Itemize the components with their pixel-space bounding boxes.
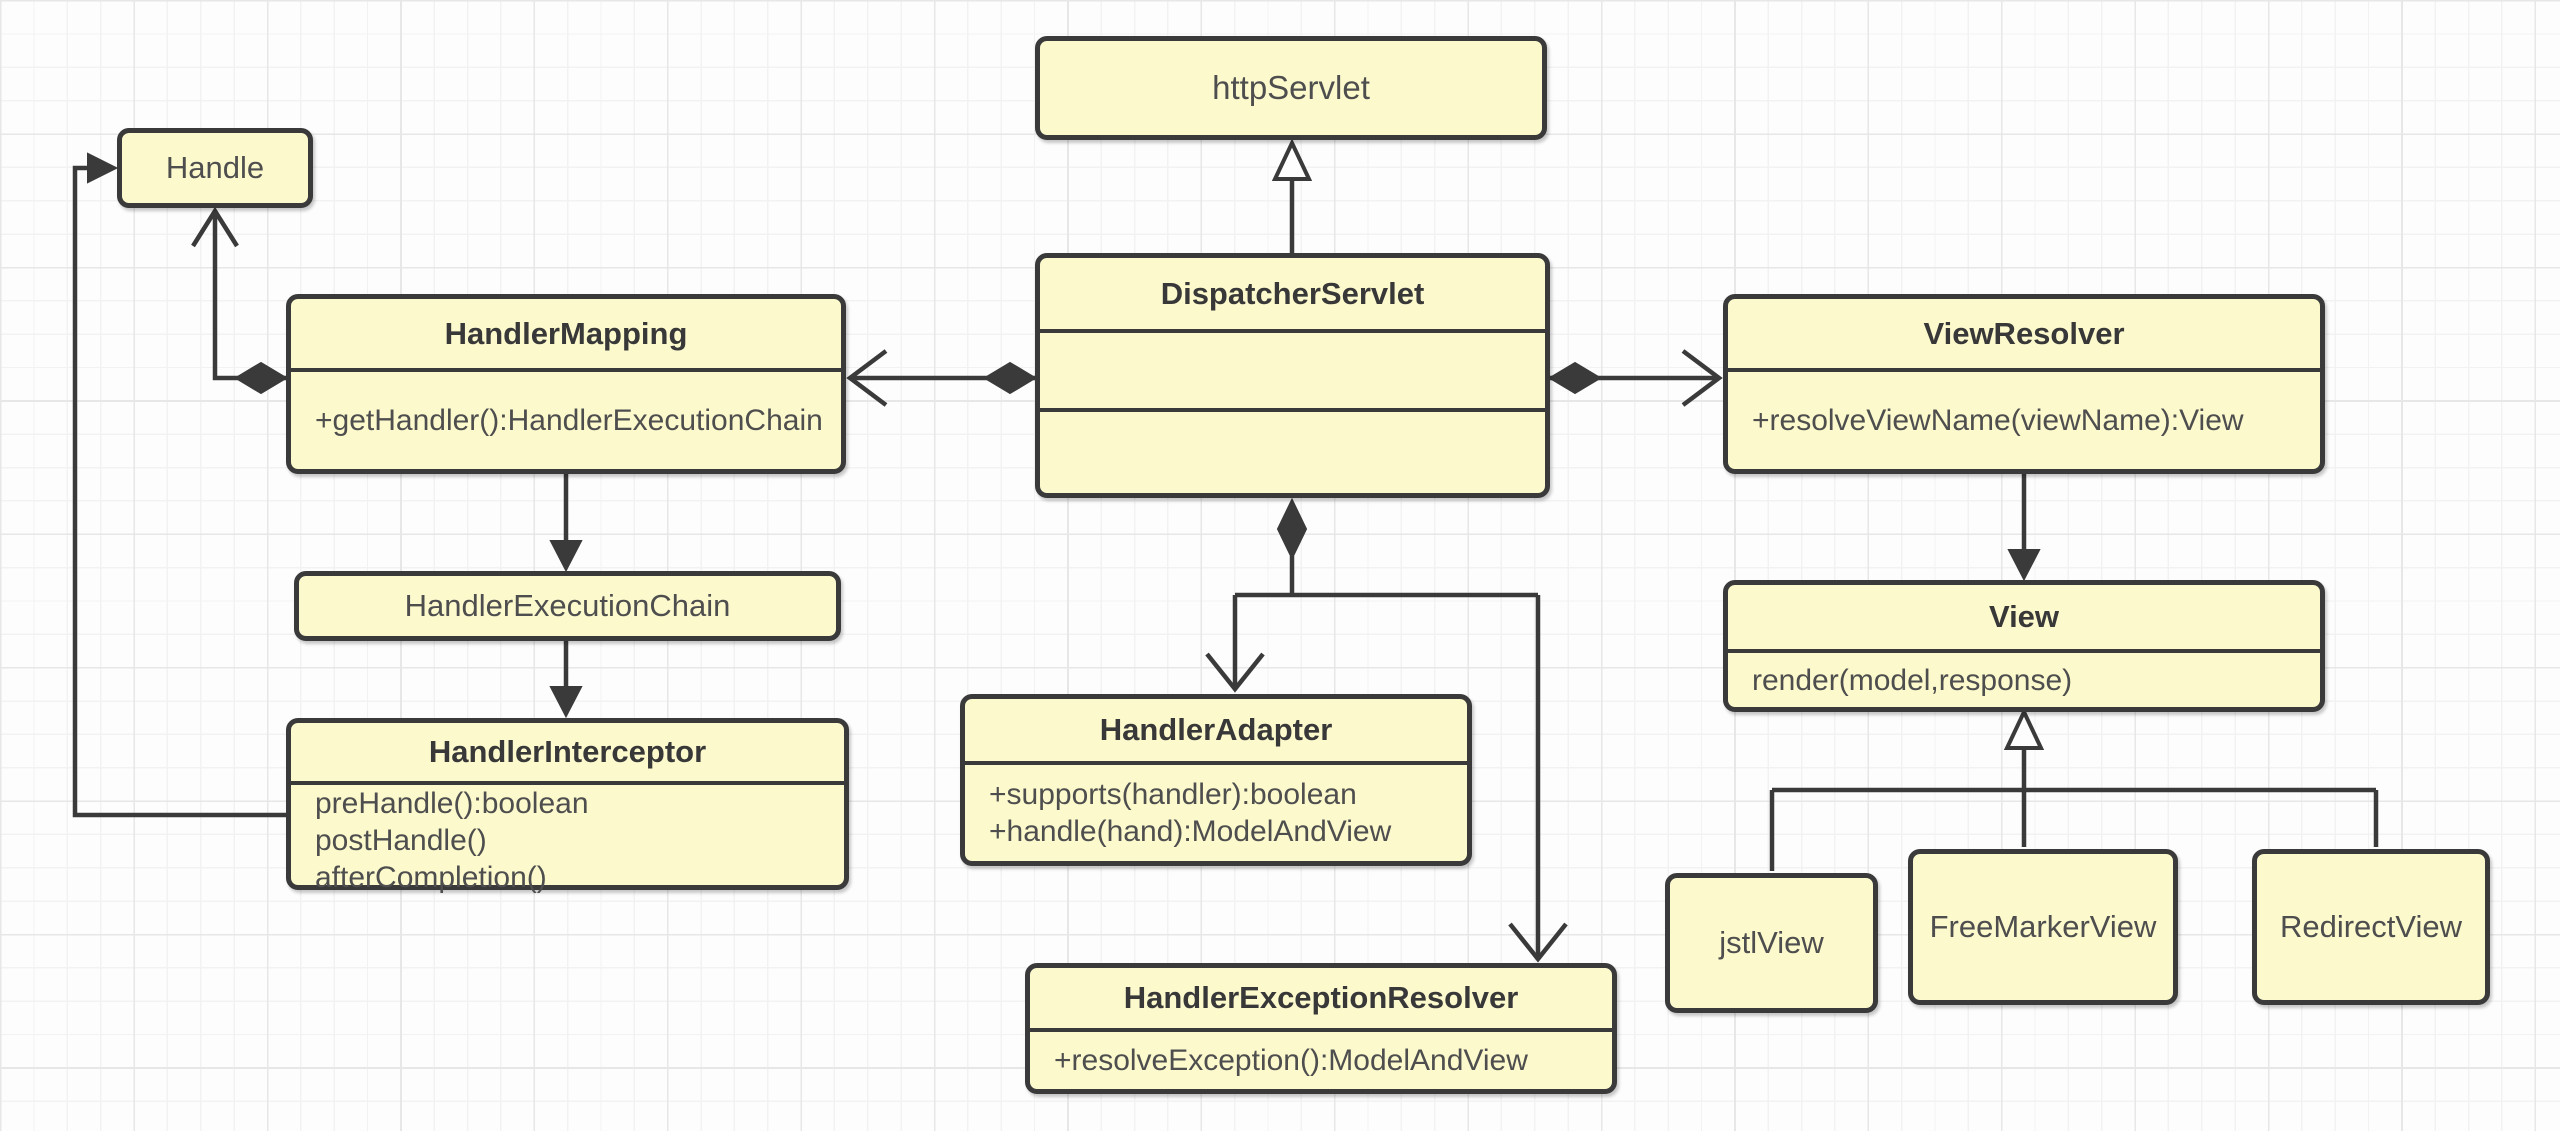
methods-compartment [1040,408,1545,493]
hollow-triangle-arrowhead-icon [2003,707,2045,750]
methods-compartment: +supports(handler):boolean +handle(hand)… [965,761,1467,861]
methods-compartment: +resolveViewName(viewName):View [1728,368,2320,469]
method-label: render(model,response) [1752,663,2073,697]
class-title: Handle [165,150,265,185]
methods-compartment: +getHandler():HandlerExecutionChain [291,368,841,469]
class-title: jstlView [1719,925,1824,960]
method-label: +resolveViewName(viewName):View [1752,404,2244,437]
class-box-handleradapter[interactable]: HandlerAdapter +supports(handler):boolea… [960,694,1472,866]
filled-triangle-arrowhead-icon [549,540,583,573]
edge-views-generalization[interactable] [1769,707,2379,871]
edge-dispatcherservlet-viewresolver[interactable] [1548,349,1723,407]
attributes-compartment [1040,329,1545,408]
filled-diamond-icon [983,361,1037,395]
class-title: DispatcherServlet [1160,275,1425,311]
method-label: +supports(handler):boolean [989,778,1357,811]
methods-compartment: +resolveException():ModelAndView [1030,1028,1612,1089]
methods-compartment: preHandle():boolean postHandle() afterCo… [291,781,844,896]
edge-dispatcherservlet-httpservlet[interactable] [1271,138,1313,253]
open-arrowhead-icon [1508,922,1568,963]
class-title: HandlerExecutionChain [404,588,731,623]
filled-diamond-icon [1276,497,1308,561]
class-box-handlerinterceptor[interactable]: HandlerInterceptor preHandle():boolean p… [286,718,849,894]
edge-handlermapping-handle[interactable] [191,206,288,395]
class-box-httpservlet[interactable]: httpServlet [1035,36,1547,140]
edge-handlerexecutionchain-handlerinterceptor[interactable] [549,641,583,719]
method-label: +handle(hand):ModelAndView [989,815,1392,848]
edge-viewresolver-view[interactable] [2007,474,2041,582]
class-box-freemarkerview[interactable]: FreeMarkerView [1908,849,2178,1005]
class-title: HandlerInterceptor [428,734,707,769]
edge-handlerinterceptor-handle[interactable] [72,152,286,818]
open-arrowhead-icon [1205,652,1265,693]
class-title: httpServlet [1212,69,1370,106]
class-box-handlermapping[interactable]: HandlerMapping +getHandler():HandlerExec… [286,294,846,474]
class-box-handlerexecutionchain[interactable]: HandlerExecutionChain [294,571,841,641]
class-box-dispatcherservlet[interactable]: DispatcherServlet [1035,253,1550,498]
class-title: HandlerMapping [444,315,688,351]
class-box-handlerexceptionresolver[interactable]: HandlerExceptionResolver +resolveExcepti… [1025,963,1617,1094]
filled-diamond-icon [234,361,288,395]
open-arrowhead-icon [846,349,888,407]
class-title: View [1988,599,2060,634]
method-label: +getHandler():HandlerExecutionChain [315,404,823,437]
filled-triangle-arrowhead-icon [87,152,119,184]
edge-dispatcherservlet-adapter-exceptionresolver[interactable] [1205,497,1568,963]
class-title: FreeMarkerView [1929,909,2157,944]
hollow-triangle-arrowhead-icon [1271,138,1313,181]
method-label: afterCompletion() [315,861,547,894]
edge-handlermapping-handlerexecutionchain[interactable] [549,474,583,573]
methods-compartment: render(model,response) [1728,649,2320,707]
method-label: +resolveException():ModelAndView [1054,1044,1528,1077]
class-title: HandlerAdapter [1099,712,1333,747]
class-title: ViewResolver [1923,315,2125,351]
class-box-handle[interactable]: Handle [117,128,313,208]
method-label: postHandle() [315,824,487,857]
edge-dispatcherservlet-handlermapping[interactable] [846,349,1037,407]
open-arrowhead-icon [191,206,239,248]
method-label: preHandle():boolean [315,787,589,820]
class-box-view[interactable]: View render(model,response) [1723,580,2325,712]
open-arrowhead-icon [1681,349,1723,407]
filled-triangle-arrowhead-icon [549,686,583,719]
class-box-viewresolver[interactable]: ViewResolver +resolveViewName(viewName):… [1723,294,2325,474]
filled-triangle-arrowhead-icon [2007,549,2041,582]
class-box-redirectview[interactable]: RedirectView [2252,849,2490,1005]
class-title: RedirectView [2279,909,2463,944]
class-box-jstlview[interactable]: jstlView [1665,873,1878,1013]
filled-diamond-icon [1548,361,1602,395]
class-title: HandlerExceptionResolver [1123,980,1519,1015]
